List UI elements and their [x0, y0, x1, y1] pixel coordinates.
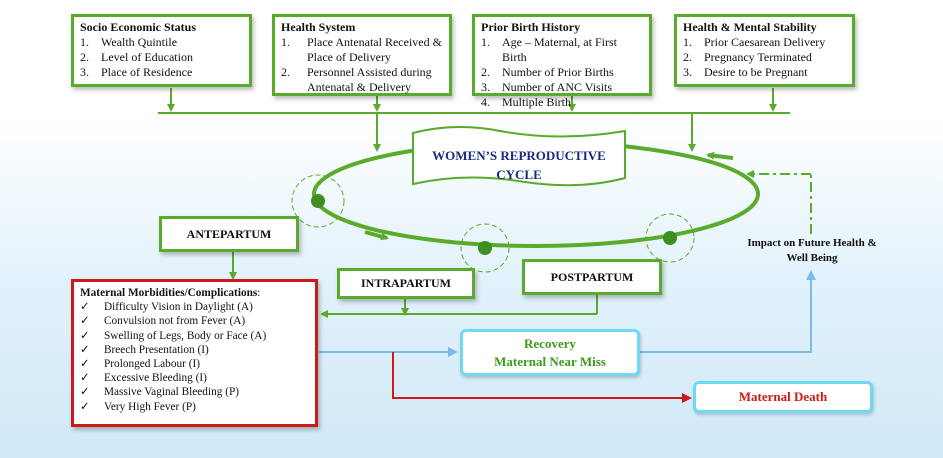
- health-mental-box: Health & Mental Stability 1.Prior Caesar…: [674, 14, 855, 87]
- impact-return: [746, 170, 812, 234]
- morbidities-title: Maternal Morbidities/Complications: [80, 287, 258, 299]
- prior-birth-title: Prior Birth History: [481, 20, 581, 34]
- morbidities-list: ✓Difficulty Vision in Daylight (A) ✓Conv…: [80, 300, 309, 414]
- prior-birth-list: 1.Age – Maternal, at First Birth 2.Numbe…: [481, 35, 643, 110]
- maternal-death-label: Maternal Death: [738, 389, 828, 404]
- list-item: 1.Prior Caesarean Delivery: [683, 35, 826, 49]
- list-item: 2.Personnel Assisted during Antenatal & …: [281, 65, 432, 94]
- cycle-title-line2: CYCLE: [496, 167, 542, 182]
- list-item: 3.Desire to be Pregnant: [683, 65, 808, 79]
- maternal-death-box: Maternal Death: [693, 381, 873, 413]
- list-item: ✓Convulsion not from Fever (A): [80, 315, 246, 328]
- phase-nodes: [291, 174, 695, 273]
- recovery-label: Recovery: [524, 335, 576, 351]
- cycle-title: WOMEN’S REPRODUCTIVE CYCLE: [413, 146, 625, 184]
- to-death-arrow: [392, 352, 692, 403]
- health-system-box: Health System 1.Place Antenatal Received…: [272, 14, 452, 96]
- list-item: 3.Place of Residence: [80, 65, 193, 79]
- top-connectors: [158, 88, 790, 152]
- blue-arrows: [319, 270, 816, 357]
- cycle-arrow-bottom: [364, 230, 389, 241]
- list-item: 3.Number of ANC Visits: [481, 80, 613, 94]
- cycle-arrow-right: [706, 151, 734, 160]
- list-item: ✓Very High Fever (P): [80, 400, 196, 413]
- node-postpartum: [663, 231, 677, 245]
- node-ring-intrapartum: [460, 223, 510, 273]
- cycle-title-line1: WOMEN’S REPRODUCTIVE: [432, 148, 606, 163]
- list-item: 2.Pregnancy Terminated: [683, 50, 812, 64]
- list-item: ✓Breech Presentation (I): [80, 343, 209, 356]
- list-item: 4.Multiple Birth: [481, 95, 571, 109]
- node-ring-postpartum: [645, 213, 695, 263]
- socio-economic-box: Socio Economic Status 1.Wealth Quintile …: [71, 14, 252, 87]
- check-icon: ✓: [80, 386, 90, 399]
- list-item: ✓Swelling of Legs, Body or Face (A): [80, 329, 267, 342]
- check-icon: ✓: [80, 372, 90, 385]
- node-intrapartum: [478, 241, 492, 255]
- list-item: ✓Difficulty Vision in Daylight (A): [80, 301, 253, 314]
- near-miss-label: Maternal Near Miss: [494, 353, 606, 369]
- morbidities-heading: Maternal Morbidities/Complications:: [80, 287, 261, 299]
- list-item: ✓Excessive Bleeding (I): [80, 372, 207, 385]
- check-icon: ✓: [80, 400, 90, 413]
- socio-economic-list: 1.Wealth Quintile 2.Level of Education 3…: [80, 35, 243, 80]
- check-icon: ✓: [80, 301, 90, 314]
- health-mental-title: Health & Mental Stability: [683, 20, 817, 34]
- antepartum-box: ANTEPARTUM: [159, 216, 299, 252]
- impact-label: Impact on Future Health & Well Being: [747, 237, 877, 264]
- intrapartum-box: INTRAPARTUM: [337, 268, 475, 299]
- health-mental-list: 1.Prior Caesarean Delivery 2.Pregnancy T…: [683, 35, 846, 80]
- node-ring-antepartum: [291, 174, 345, 228]
- check-icon: ✓: [80, 315, 90, 328]
- list-item: ✓Prolonged Labour (I): [80, 358, 200, 371]
- health-system-list: 1.Place Antenatal Received & Place of De…: [281, 35, 443, 95]
- maternal-morbidities-box: Maternal Morbidities/Complications: ✓Dif…: [71, 279, 318, 427]
- postpartum-box: POSTPARTUM: [522, 259, 662, 295]
- list-item: 2.Number of Prior Births: [481, 65, 614, 79]
- list-item: 2.Level of Education: [80, 50, 193, 64]
- recovery-box: Recovery Maternal Near Miss: [460, 329, 640, 376]
- node-antepartum: [311, 194, 325, 208]
- recovery-to-impact-arrow: [640, 270, 816, 353]
- check-icon: ✓: [80, 329, 90, 342]
- socio-economic-title: Socio Economic Status: [80, 20, 197, 34]
- list-item: 1.Wealth Quintile: [80, 35, 178, 49]
- check-icon: ✓: [80, 358, 90, 371]
- list-item: 1.Place Antenatal Received & Place of De…: [281, 35, 442, 64]
- prior-birth-box: Prior Birth History 1.Age – Maternal, at…: [472, 14, 652, 109]
- list-item: 1.Age – Maternal, at First Birth: [481, 35, 617, 64]
- check-icon: ✓: [80, 343, 90, 356]
- list-item: ✓Massive Vaginal Bleeding (P): [80, 386, 240, 399]
- health-system-title: Health System: [281, 20, 356, 34]
- cycle-banner: [412, 126, 626, 187]
- phase-connectors: [229, 252, 598, 318]
